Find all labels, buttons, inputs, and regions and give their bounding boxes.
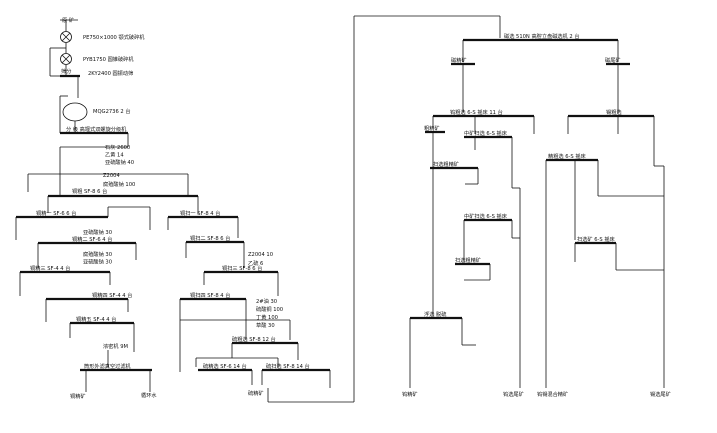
right-circuit: 磁选 510N 高腔立盘磁选机 2 台 磁精矿 磁尾矿 钨粗选 6-S 摇床 1… <box>402 32 671 398</box>
w-concentrate-label: 钨精矿 <box>402 390 418 398</box>
mid-conc-2-label: 中矿扫选 6-S 摇床 <box>464 212 508 220</box>
reagents-group-1: 石灰 2600 乙黄 14 亚硫酸钠 40 <box>105 143 134 166</box>
cu-concentrate-label: 铜精矿 <box>70 392 86 400</box>
sulfur-scav-label: 硫扫选 SF-8 14 台 <box>266 362 310 370</box>
mag-tail-label: 磁尾矿 <box>605 56 621 64</box>
cu-clean-1-label: 铜精一 SF-6 6 台 <box>36 209 76 217</box>
reagents-group-3: 亚硫酸钠 30 <box>83 228 112 236</box>
mag-conc-label: 磁精矿 <box>451 56 467 64</box>
w-tailings-label: 钨选尾矿 <box>503 390 524 398</box>
vibrating-screen-label: 2KY2400 圆振动筛 <box>88 69 133 77</box>
sn-roughing-label: 锡粗选 <box>606 108 622 116</box>
coarse-conc-label: 粗精矿 <box>424 124 440 132</box>
cu-scav-1-label: 铜扫一 SF-8 4 台 <box>180 209 220 217</box>
reagents-group-5: Z2004 10 乙硫 6 <box>248 252 275 267</box>
reagents-group-6: 2#油 30 硫酸铜 100 丁黄 100 草酸 30 <box>256 297 285 329</box>
scav-table-2-label: 扫选粗精矿 <box>455 256 481 264</box>
cu-scav-3-label: 铜扫三 SF-8 6 台 <box>222 264 262 272</box>
sn-clean-label: 精粗选 6-S 摇床 <box>548 152 587 160</box>
cu-clean-3-label: 铜精三 SF-4 4 台 <box>30 264 70 272</box>
ball-mill-symbol <box>62 102 88 122</box>
ball-mill-label: MQG2736 2 台 <box>93 107 131 115</box>
sn-scav-label: 扫选矿 6-S 摇床 <box>577 235 616 243</box>
sn-tailings-label: 锡选尾矿 <box>650 390 671 398</box>
circulating-water-label: 循环水 <box>141 391 157 399</box>
flotation-label: 浮选 脱硫 <box>424 310 446 318</box>
sulfur-rough-label: 硫粗选 SF-8 12 台 <box>232 335 276 343</box>
cu-scav-4-label: 铜扫四 SF-8 4 台 <box>190 291 230 299</box>
jaw-crusher-label: PE750×1000 颚式破碎机 <box>83 33 145 41</box>
reagents-group-4: 腐殖酸钠 30 亚硫酸钠 30 <box>83 250 114 266</box>
w-roughing-label: 钨粗选 6-S 摇床 11 台 <box>450 108 503 116</box>
screen-label: 筛分 <box>61 67 71 75</box>
cu-clean-5-label: 铜精五 SF-4 4 台 <box>76 315 116 323</box>
sulfur-concentrate-label: 硫精矿 <box>248 389 264 397</box>
thickener-label: 浓密机 9M <box>103 342 128 350</box>
sn-concentrate-label: 钨锡混合精矿 <box>537 390 568 398</box>
mag-separator-label: 磁选 510N 高腔立盘磁选机 2 台 <box>504 32 580 40</box>
reagents-group-2: Z2004 腐殖酸钠 100 <box>103 173 135 188</box>
left-circuit: 原 矿 PE750×1000 颚式破碎机 PYB1750 圆锥破碎机 筛分 2K… <box>15 15 501 403</box>
cone-crusher-label: PYB1750 圆锥破碎机 <box>83 55 134 63</box>
jaw-crusher-symbol <box>60 31 72 43</box>
vacuum-filter-label: 筒形外滤真空过滤机 <box>84 362 132 370</box>
cu-clean-4-label: 铜精四 SF-4 4 台 <box>92 291 132 299</box>
classifier-label: 分 级 高堰式双螺旋分级机 <box>66 125 127 133</box>
scav-table-1-label: 扫选粗精矿 <box>433 160 459 168</box>
cu-clean-2-label: 铜精二 SF-6 4 台 <box>72 235 112 243</box>
mid-conc-1-label: 中矿扫选 6-S 摇床 <box>464 129 508 137</box>
cu-roughing-label: 铜粗 SF-8 6 台 <box>72 187 107 195</box>
cone-crusher-symbol <box>60 53 72 65</box>
sulfur-clean-label: 硫精选 SF-6 14 台 <box>203 362 247 370</box>
cu-scav-2-label: 铜扫二 SF-8 6 台 <box>190 234 230 242</box>
